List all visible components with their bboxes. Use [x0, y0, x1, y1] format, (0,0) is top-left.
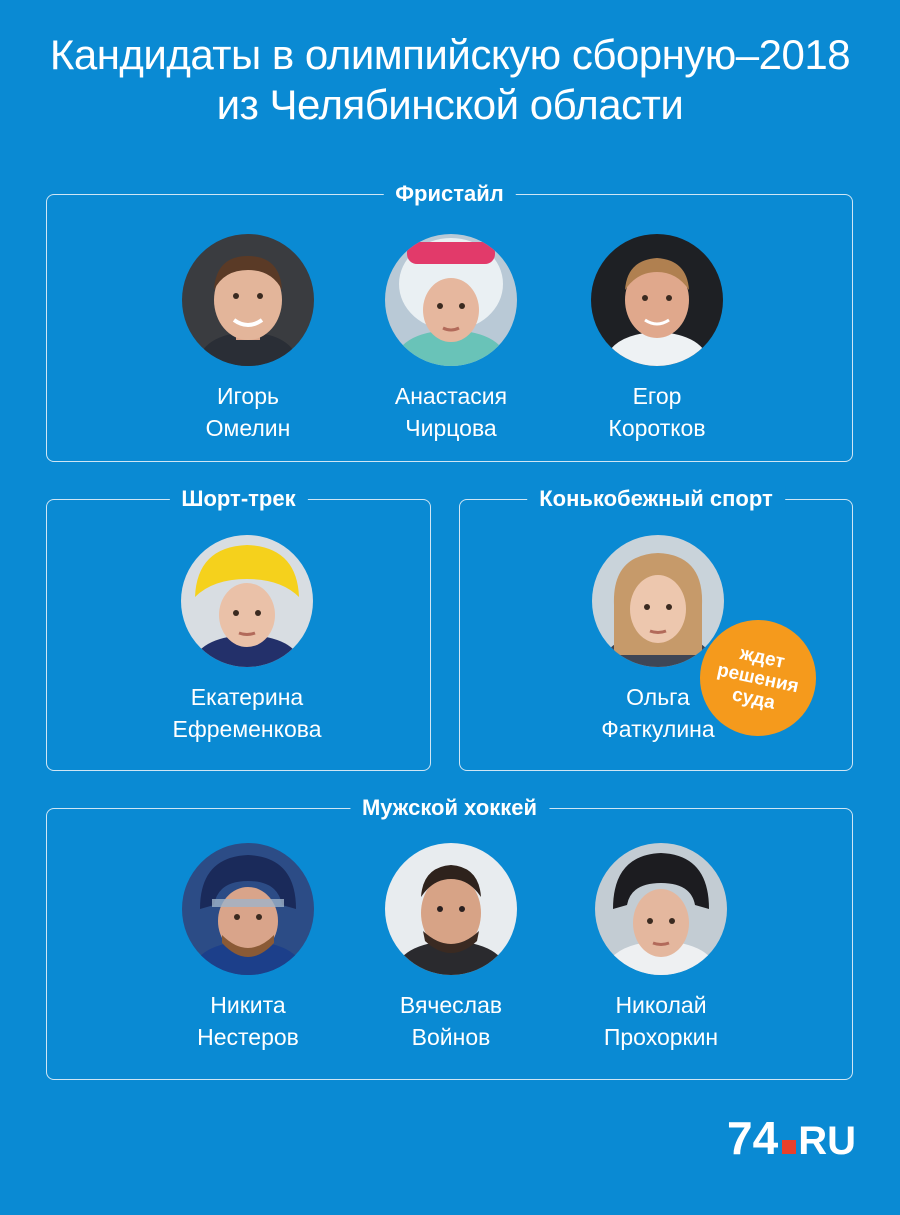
page-title: Кандидаты в олимпийскую сборную–2018 из …	[0, 30, 900, 130]
section-label: Конькобежный спорт	[527, 486, 785, 512]
person-photo	[591, 234, 723, 366]
person-card: Ольга Фаткулина	[558, 535, 758, 745]
person-name: Вячеслав Войнов	[351, 989, 551, 1053]
section-freestyle: Фристайл Игорь Омелин	[46, 181, 853, 462]
person-name: Николай Прохоркин	[561, 989, 761, 1053]
last-name: Прохоркин	[603, 1024, 719, 1050]
person-card: Николай Прохоркин	[561, 843, 761, 1053]
logo-dot-icon	[782, 1140, 797, 1154]
last-name: Фаткулина	[601, 716, 715, 742]
person-photo	[181, 535, 313, 667]
first-name: Анастасия	[394, 383, 508, 409]
last-name: Ефременкова	[172, 716, 322, 742]
person-card: Егор Коротков	[557, 234, 757, 444]
person-card: Никита Нестеров	[148, 843, 348, 1053]
section-label: Шорт-трек	[169, 486, 308, 512]
person-photo	[182, 234, 314, 366]
person-photo	[182, 843, 314, 975]
first-name: Игорь	[217, 383, 279, 409]
logo-suffix: RU	[798, 1119, 856, 1163]
first-name: Екатерина	[190, 684, 304, 710]
last-name: Коротков	[608, 415, 706, 441]
section-label: Мужской хоккей	[349, 795, 550, 821]
section-shorttrack: Шорт-трек Екатерина Ефременкова	[46, 486, 431, 771]
last-name: Чирцова	[405, 415, 497, 441]
section-speedskating: Конькобежный спорт Ольга Фаткулина ждет …	[459, 486, 853, 771]
title-line-1: Кандидаты в олимпийскую сборную–2018	[49, 31, 851, 78]
person-name: Анастасия Чирцова	[351, 380, 551, 444]
title-line-2: из Челябинской области	[216, 81, 684, 128]
last-name: Войнов	[411, 1024, 491, 1050]
first-name: Ольга	[626, 684, 690, 710]
last-name: Нестеров	[197, 1024, 299, 1050]
person-name: Егор Коротков	[557, 380, 757, 444]
first-name: Николай	[615, 992, 707, 1018]
site-logo: 74 RU	[727, 1113, 856, 1166]
first-name: Никита	[210, 992, 286, 1018]
person-photo	[595, 843, 727, 975]
first-name: Вячеслав	[399, 992, 503, 1018]
last-name: Омелин	[205, 415, 291, 441]
person-card: Екатерина Ефременкова	[147, 535, 347, 745]
person-name: Екатерина Ефременкова	[147, 681, 347, 745]
person-card: Игорь Омелин	[148, 234, 348, 444]
logo-number: 74	[727, 1112, 779, 1164]
person-photo	[592, 535, 724, 667]
person-name: Никита Нестеров	[148, 989, 348, 1053]
section-label: Фристайл	[383, 181, 516, 207]
person-name: Игорь Омелин	[148, 380, 348, 444]
section-hockey: Мужской хоккей Никита Нестеров	[46, 795, 853, 1080]
first-name: Егор	[632, 383, 682, 409]
person-card: Анастасия Чирцова	[351, 234, 551, 444]
person-name: Ольга Фаткулина	[558, 681, 758, 745]
person-photo	[385, 843, 517, 975]
person-card: Вячеслав Войнов	[351, 843, 551, 1053]
person-photo	[385, 234, 517, 366]
